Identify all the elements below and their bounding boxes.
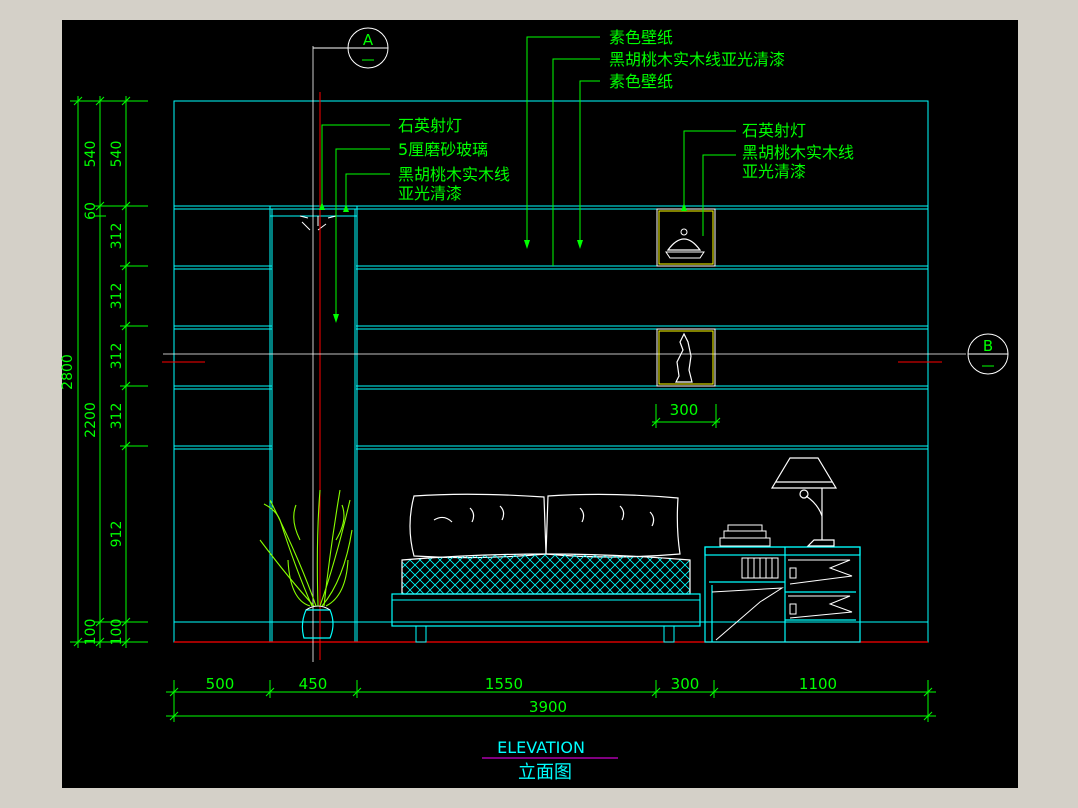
section-marker-a: A [313,27,389,69]
table-lamp [770,457,838,547]
dim-h-total: 3900 [529,698,567,716]
plant-in-vase [259,489,353,639]
dim-h-450: 450 [299,675,328,693]
section-marker-b: B [967,333,1009,375]
dim-v-outer-2200: 2200 [83,402,99,438]
niche-lower [656,328,716,387]
dim-niche-width: 300 [670,401,699,419]
label-wallpaper-top: 素色壁纸 [609,28,673,47]
title-elevation-cn: 立面图 [518,762,572,783]
horizontal-dimension-lines [166,404,936,722]
drawing-canvas [62,20,1018,788]
section-a-label: A [363,31,374,49]
dim-h-300: 300 [671,675,700,693]
dim-v-outer-60: 60 [83,202,99,220]
label-walnut-line-left-1: 黑胡桃木实木线 [398,165,510,184]
dim-v-inner-312-d: 312 [109,403,125,430]
bed [409,493,681,559]
nightstand-drawers [711,557,853,641]
vertical-dimension-texts: 2800 540 60 2200 100 540 312 312 312 312… [60,141,125,646]
annotations: 素色壁纸 黑胡桃木实木线亚光清漆 素色壁纸 石英射灯 5厘磨砂玻璃 黑胡桃木实木… [398,28,854,203]
niche-upper [656,208,716,267]
dim-h-1550: 1550 [485,675,523,693]
dim-v-inner-312-c: 312 [109,343,125,370]
leader-arrows [319,202,687,323]
label-quartz-spotlight-right: 石英射灯 [742,121,806,140]
label-walnut-line-top: 黑胡桃木实木线亚光清漆 [609,50,785,69]
label-frosted-glass: 5厘磨砂玻璃 [398,140,488,159]
books-icon [719,524,771,547]
dim-v-inner-100: 100 [109,619,125,646]
dim-v-inner-312-a: 312 [109,223,125,250]
bed-mattress [391,553,701,643]
label-walnut-line-right-2: 亚光清漆 [742,162,806,181]
label-walnut-line-right-1: 黑胡桃木实木线 [742,143,854,162]
title-elevation: ELEVATION [497,738,585,757]
label-quartz-spotlight-left: 石英射灯 [398,116,462,135]
dim-v-outer-100: 100 [83,619,99,646]
view-title: ELEVATION 立面图 [482,738,618,783]
label-wallpaper-mid: 素色壁纸 [609,72,673,91]
section-b-label: B [983,337,993,355]
dim-v-inner-912: 912 [109,521,125,548]
wall-panel-lines [173,205,928,642]
dim-h-500: 500 [206,675,235,693]
dim-h-1100: 1100 [799,675,837,693]
glass-spotlight-icon [299,215,337,231]
dim-v-outer-540: 540 [83,141,99,168]
horizontal-dimension-texts: 500 450 1550 300 1100 3900 300 [206,401,837,716]
leader-lines [321,36,736,318]
dim-v-total: 2800 [60,354,76,390]
label-walnut-line-left-2: 亚光清漆 [398,184,462,203]
dim-v-inner-312-b: 312 [109,283,125,310]
nightstand [704,546,861,643]
dim-v-inner-540: 540 [109,141,125,168]
axis-lines [162,92,942,660]
vertical-dimension-lines [70,96,148,648]
